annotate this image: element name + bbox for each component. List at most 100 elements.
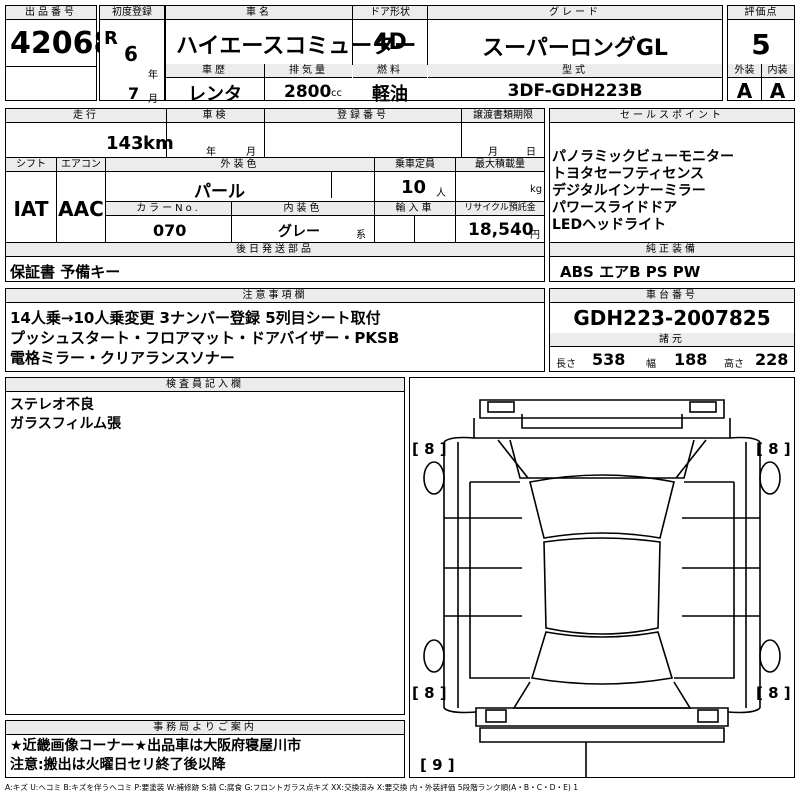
office-box: 事務局よりご案内 ★近畿画像コーナー★出品車は大阪府寝屋川市 注意:搬出は火曜日… <box>5 720 405 778</box>
max-load-label: 最大積載量 <box>456 158 544 172</box>
van-outline-diagram <box>423 399 781 777</box>
capacity-unit: 人 <box>436 188 446 199</box>
fuel: 軽油 <box>372 84 408 105</box>
interior-color-unit: 系 <box>356 230 366 241</box>
car-name: ハイエースコミューター <box>176 34 417 59</box>
rear-window <box>530 631 674 685</box>
sales-points-list: パノラミックビューモニター トヨタセーフティセンス デジタルインナーミラー パワ… <box>552 149 734 234</box>
damage-legend: A:キズ U:ヘコミ B:キズを伴うヘコミ P:要塗装 W:補修跡 S:錆 C:… <box>5 783 579 792</box>
length-label: 長さ <box>556 359 576 370</box>
front-panel <box>473 418 731 439</box>
office-label: 事務局よりご案内 <box>6 721 404 735</box>
exterior-label: 外装 <box>728 64 761 78</box>
sales-point-item: パノラミックビューモニター <box>552 149 734 165</box>
mileage: 143 <box>106 133 144 154</box>
inspector-line: ステレオ不良 <box>10 397 94 413</box>
tire-rear-left: [ 8 ] <box>412 684 447 702</box>
aircon-label: エアコン <box>57 158 105 172</box>
transfer-day-unit: 日 <box>526 147 536 158</box>
chassis-number-label: 車台番号 <box>550 289 794 303</box>
max-load-unit: kg <box>530 184 543 195</box>
note-line: プッシュスタート・フロアマット・ドアバイザー・PKSB <box>10 329 400 347</box>
recycle-deposit: 18,540 <box>468 220 534 240</box>
office-line: 注意:搬出は火曜日セリ終了後以降 <box>10 757 226 773</box>
color-number: 070 <box>153 221 187 240</box>
vehicle-details-box: 走行 車検 登録番号 譲渡書類期限 143 km 年 月 月 日 シフト エアコ… <box>5 108 545 282</box>
exterior-score: A <box>736 79 753 103</box>
inspection-year-unit: 年 <box>206 147 216 158</box>
rear-right-wheel <box>759 639 781 673</box>
month-unit: 月 <box>148 94 158 105</box>
right-taillight <box>697 709 719 723</box>
height-label: 高さ <box>724 359 744 370</box>
car-name-label: 車名 <box>166 6 352 20</box>
office-notes: ★近畿画像コーナー★出品車は大阪府寝屋川市 注意:搬出は火曜日セリ終了後以降 <box>10 737 301 775</box>
office-line: ★近畿画像コーナー★出品車は大阪府寝屋川市 <box>10 738 302 754</box>
displacement-label: 排気量 <box>265 64 352 78</box>
mileage-unit: km <box>143 133 174 154</box>
inspection-month-unit: 月 <box>246 147 256 158</box>
width: 188 <box>674 350 708 369</box>
note-line: 電格ミラー・クリアランスソナー <box>10 349 235 367</box>
note-line: 14人乗→10人乗変更 3ナンバー登録 5列目シート取付 <box>10 309 381 327</box>
capacity: 10 <box>401 177 427 198</box>
front-bumper <box>479 399 725 419</box>
grade-label: グレード <box>428 6 722 20</box>
sales-point-item: パワースライドドア <box>552 200 678 216</box>
exterior-color: パール <box>194 182 245 202</box>
chassis-box: 車台番号 GDH223-2007825 諸元 長さ 538 幅 188 高さ 2… <box>549 288 795 372</box>
score-box: 評価点 5 外装 内装 A A <box>727 5 795 103</box>
sales-point-item: トヨタセーフティセンス <box>552 166 705 182</box>
interior-label: 内装 <box>761 64 794 78</box>
overall-score: 5 <box>751 28 771 61</box>
first-registration-box: 初度登録 R 6 年 7 月 <box>99 5 165 105</box>
shift: IAT <box>13 197 49 221</box>
exterior-color-label: 外装色 <box>106 158 374 172</box>
interior-color: グレー <box>278 224 320 240</box>
year-unit: 年 <box>148 70 158 81</box>
color-number-label: カラーNo. <box>106 202 231 216</box>
chassis-number: GDH223-2007825 <box>573 306 771 330</box>
tire-front-right: [ 8 ] <box>756 440 791 458</box>
shift-label: シフト <box>6 158 56 172</box>
rear-panel <box>475 707 729 727</box>
registration-number-label: 登録番号 <box>265 109 461 123</box>
recycle-label: リサイクル預託金 <box>456 202 544 216</box>
right-headlight <box>689 401 717 413</box>
left-headlight <box>487 401 515 413</box>
door-label: ドア形状 <box>353 6 427 20</box>
damage-diagram-box: [ 8 ] [ 8 ] [ 8 ] [ 8 ] [ 9 ] <box>409 377 795 778</box>
model-label: 型式 <box>428 64 722 78</box>
tire-front-left: [ 8 ] <box>412 440 447 458</box>
displacement: 2800 <box>284 82 332 102</box>
inspector-line: ガラスフィルム張 <box>10 416 122 432</box>
lot-number-label: 出品番号 <box>6 6 96 20</box>
recycle-unit: 円 <box>530 230 540 241</box>
genuine-equipment-label: 純正装備 <box>550 243 794 257</box>
transfer-deadline-label: 譲渡書類期限 <box>462 109 544 123</box>
history: レンタ <box>188 84 242 105</box>
notes-label: 注意事項欄 <box>6 289 544 303</box>
era: R <box>104 28 118 49</box>
sales-points-label: セールスポイント <box>550 109 794 123</box>
notes-text: 14人乗→10人乗変更 3ナンバー登録 5列目シート取付 プッシュスタート・フロ… <box>10 308 399 368</box>
front-right-wheel <box>759 461 781 495</box>
left-taillight <box>485 709 507 723</box>
height: 228 <box>755 350 789 369</box>
fuel-label: 燃料 <box>353 64 427 78</box>
grade: スーパーロングGL <box>482 36 668 61</box>
inspection-label: 車検 <box>167 109 264 123</box>
aircon: AAC <box>58 197 104 221</box>
notes-box: 注意事項欄 14人乗→10人乗変更 3ナンバー登録 5列目シート取付 プッシュス… <box>5 288 545 372</box>
width-label: 幅 <box>646 359 656 370</box>
tire-spare: [ 9 ] <box>420 756 455 774</box>
score-label: 評価点 <box>728 6 794 20</box>
lot-number-box: 出品番号 42068 <box>5 5 114 101</box>
inspector-label: 検査員記入欄 <box>6 378 404 392</box>
inspector-notes: ステレオ不良 ガラスフィルム張 <box>10 396 121 434</box>
door-type: 4D <box>373 30 407 55</box>
sales-points-box: セールスポイント パノラミックビューモニター トヨタセーフティセンス デジタルイ… <box>549 108 795 282</box>
rear-door <box>512 681 692 709</box>
model-code: 3DF-GDH223B <box>507 81 643 101</box>
history-label: 車歴 <box>166 64 264 78</box>
